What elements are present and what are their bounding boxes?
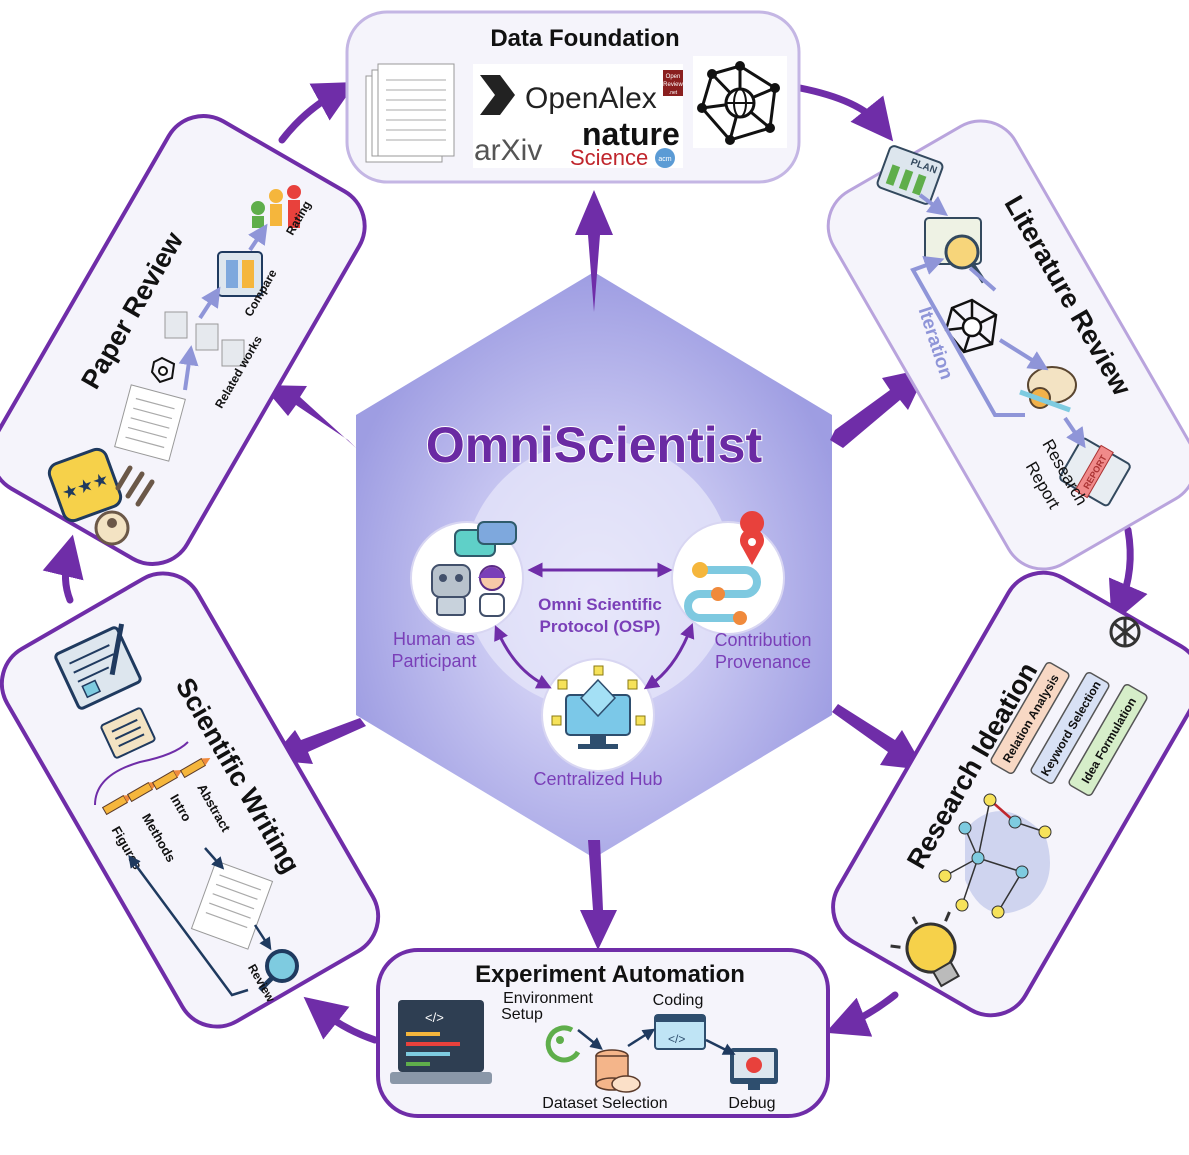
env-line2: Setup [501, 1006, 543, 1023]
spoke-up [575, 190, 613, 312]
contribution-line2: Provenance [715, 652, 811, 672]
logo-science: Science [570, 145, 648, 170]
hub-label: Centralized Hub [533, 769, 662, 789]
spoke-upper-right [830, 368, 928, 448]
draft-document-icon [114, 384, 186, 462]
spoke-arrows [262, 190, 928, 950]
arrow-ideation-to-experiment [825, 991, 899, 1037]
mini-graph-icon [150, 356, 176, 384]
logo-board [473, 64, 683, 168]
report-icon: REPORT [1059, 437, 1131, 507]
acm-text: acm [658, 156, 671, 163]
concept-graph-icon [938, 793, 1052, 919]
experiment-flow-arrows [577, 1028, 736, 1055]
dataset-label: Dataset Selection [542, 1095, 667, 1112]
reviewer-comments-icon [115, 465, 155, 507]
openalex-logo-icon [480, 75, 515, 115]
human-participant-node [410, 521, 524, 635]
arrow-literature-to-ideation [1108, 526, 1148, 625]
cycle-arrows [42, 81, 1148, 1044]
draft-paper-icon [190, 860, 274, 950]
writing-flow-arrows [128, 847, 272, 997]
coding-label: Coding [653, 992, 704, 1009]
writing-tablet-icon [54, 623, 142, 710]
logo-nature: nature [582, 116, 680, 152]
center-hexagon: OmniScientist Human as Pa [262, 190, 928, 950]
literature-flow-arrows [910, 193, 1086, 449]
brain-gear-icon [1019, 366, 1077, 413]
robot-human-icon [431, 521, 517, 617]
spoke-lower-left [270, 718, 366, 764]
hub-monitor-icon [551, 665, 646, 749]
section-pencil-icons [101, 757, 211, 816]
paper-flow-arrows [178, 223, 268, 391]
environment-refresh-icon [545, 1025, 581, 1063]
openreview-badge [663, 70, 683, 96]
plan-icon: PLAN [876, 145, 944, 205]
knowledge-graph-icon [693, 56, 787, 148]
acm-logo-icon [655, 148, 675, 168]
contribution-node [671, 511, 785, 635]
paper-stack-icon [365, 63, 455, 163]
spoke-upper-left [262, 385, 356, 448]
env-line1: Environment [503, 990, 593, 1007]
route-pin-icon [684, 511, 765, 625]
arrow-experiment-to-writing [303, 996, 379, 1044]
spoke-down [580, 840, 617, 950]
center-title: OmniScientist [426, 417, 763, 473]
arrow-paper-to-data [278, 81, 357, 144]
checklist-icon [100, 707, 156, 759]
human-line1: Human as [393, 629, 475, 649]
review-magnifier-icon [258, 949, 299, 992]
paper-review-panel [0, 114, 367, 566]
debug-monitor-icon [730, 1048, 778, 1090]
experiment-automation-panel: Experiment Automation </> Environment Se… [376, 948, 830, 1118]
protocol-line1: Omni Scientific [538, 595, 662, 614]
related-papers-icon [164, 311, 245, 367]
star-rating-icon: ★★★ [47, 447, 123, 523]
logo-openalex: OpenAlex [525, 82, 657, 115]
inner-arrow-right [643, 623, 695, 690]
iteration-loop-arrow [910, 256, 1025, 417]
section-brace [94, 741, 189, 806]
svg-text:</>: </> [425, 1010, 444, 1025]
logo-arxiv: arXiv [474, 134, 542, 167]
experiment-automation-title: Experiment Automation [475, 961, 745, 988]
inner-arrows [494, 562, 695, 690]
protocol-line2: Protocol (OSP) [540, 617, 661, 636]
research-ideation-panel [831, 570, 1189, 1018]
literature-review-panel [826, 119, 1189, 571]
openreview-l3: .net [669, 90, 678, 96]
arrow-writing-to-paper [42, 534, 84, 604]
data-foundation-title: Data Foundation [490, 25, 679, 52]
data-foundation-panel: Data Foundation OpenAlex Open Review .ne… [345, 10, 801, 184]
debug-label: Debug [728, 1095, 775, 1112]
hub-node [541, 658, 655, 772]
openreview-l1: Open [666, 74, 681, 80]
scientific-writing-panel [0, 571, 381, 1029]
openreview-l2: Review [663, 82, 683, 88]
contribution-line1: Contribution [714, 630, 811, 650]
arrow-data-to-literature [796, 84, 894, 142]
inner-arrow-left [494, 625, 552, 689]
compare-icon [217, 251, 263, 297]
laptop-code-icon: </> [390, 1000, 492, 1084]
coding-window-icon: </> [654, 1014, 706, 1050]
human-line2: Participant [391, 651, 476, 671]
openai-logo-icon [1109, 616, 1141, 648]
database-icon [595, 1049, 641, 1093]
lightbulb-icon [890, 911, 961, 988]
reviewer-avatar-icon [94, 510, 130, 546]
spoke-lower-right [832, 704, 925, 770]
svg-text:</>: </> [668, 1032, 685, 1046]
literature-graph-icon [944, 298, 998, 354]
